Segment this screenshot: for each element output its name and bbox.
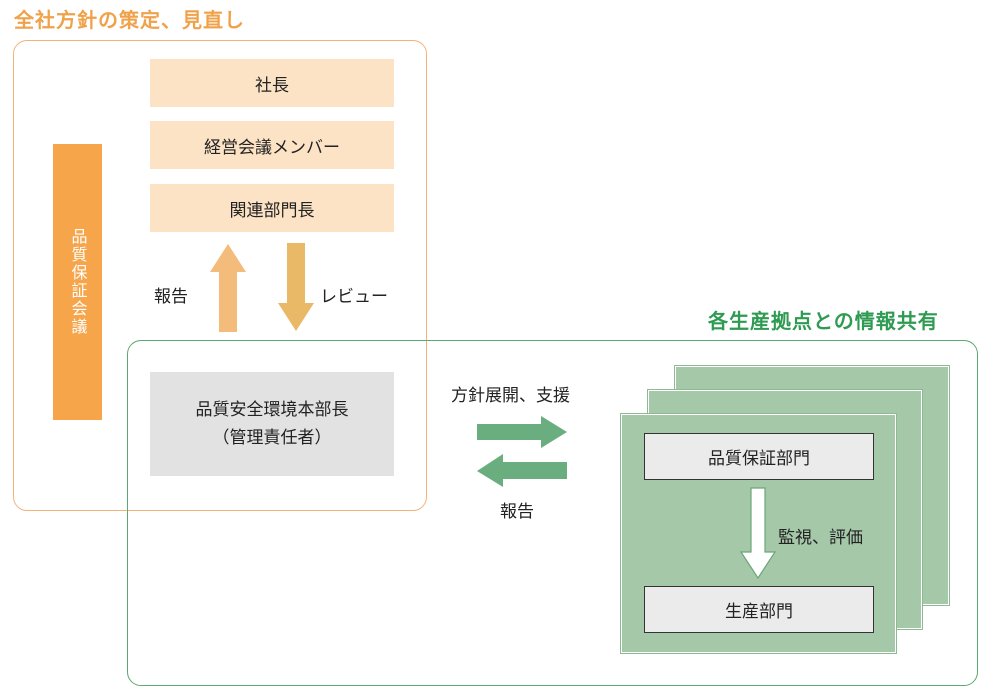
policy-right-arrow [477,416,567,448]
report-up-arrow [210,244,246,332]
president-box: 社長 [150,59,394,107]
report-up-label: 報告 [154,287,188,307]
management-members-label: 経営会議メンバー [204,137,340,158]
production-department-label: 生産部門 [725,602,793,622]
review-down-arrow [278,243,314,331]
quality-council-label: 品質保証会議 [68,228,88,336]
management-members-box: 経営会議メンバー [150,121,394,169]
qse-director-line2: （管理責任者） [212,428,332,448]
review-down-label: レビュー [320,287,388,307]
title-information-sharing: 各生産拠点との情報共有 [708,309,939,333]
policy-frame [13,40,427,511]
president-label: 社長 [255,75,289,96]
monitor-evaluate-label: 監視、評価 [778,528,863,548]
report-left-arrow [477,454,567,487]
qa-department-box: 品質保証部門 [644,433,874,480]
department-heads-label: 関連部門長 [229,200,315,221]
policy-deploy-label: 方針展開、支援 [451,386,570,406]
qse-director-line1: 品質安全環境本部長 [195,400,349,420]
qa-department-label: 品質保証部門 [708,449,810,469]
monitor-down-arrow [739,487,777,580]
production-department-box: 生産部門 [644,586,874,633]
department-heads-box: 関連部門長 [150,184,394,232]
quality-council-bar: 品質保証会議 [53,144,102,420]
sharing-frame [127,340,978,686]
qse-director-box: 品質安全環境本部長 （管理責任者） [150,372,394,476]
title-policy-review: 全社方針の策定、見直し [14,8,245,32]
report-back-label: 報告 [500,502,534,522]
